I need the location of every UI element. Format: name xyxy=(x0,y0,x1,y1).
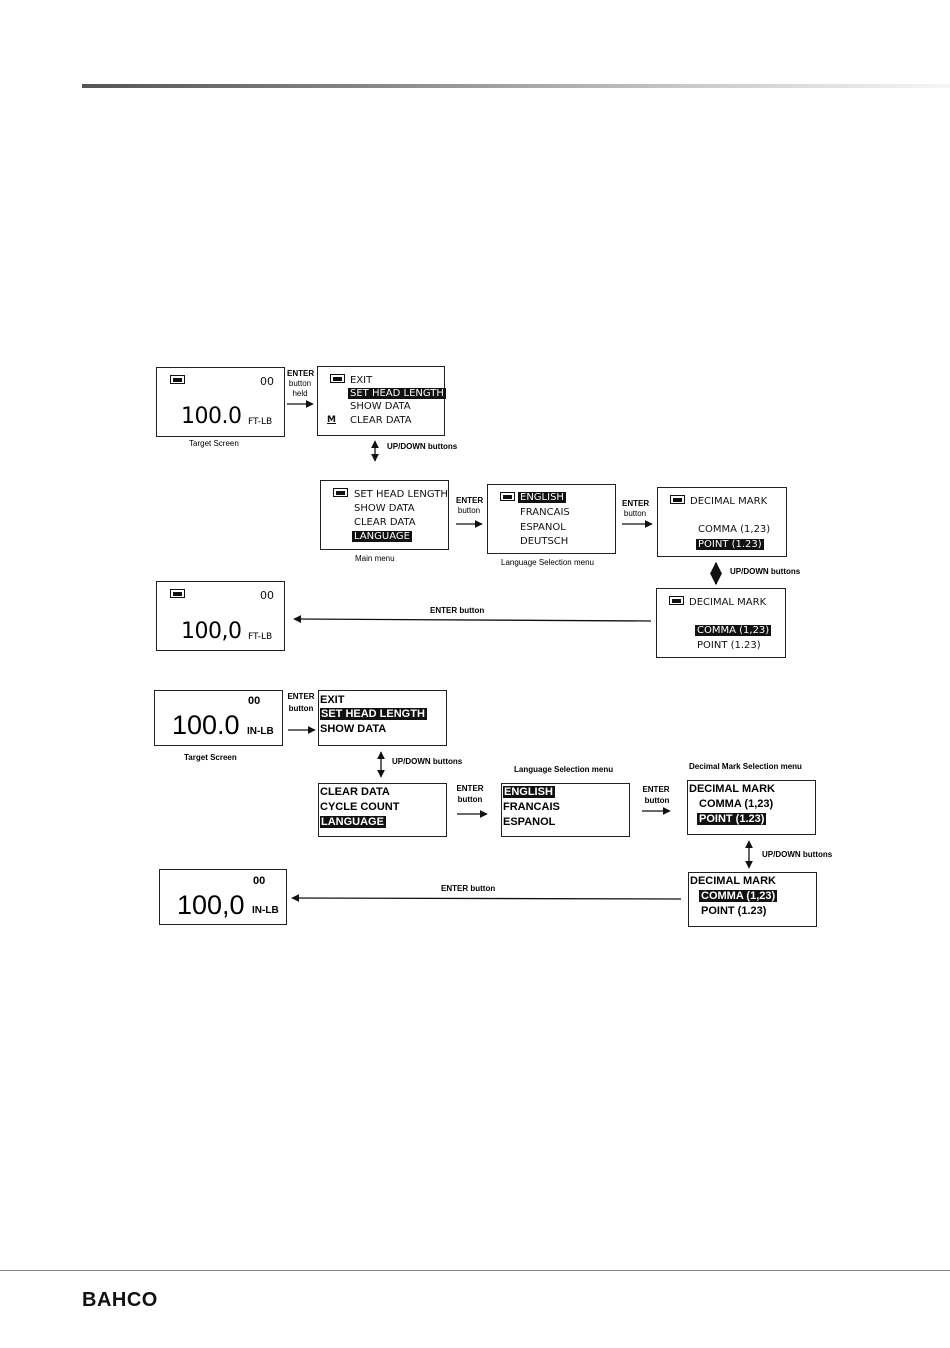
target-screen-caption: Target Screen xyxy=(189,439,239,448)
language-espanol: ESPANOL xyxy=(503,816,556,828)
decimal-menu-point-2: DECIMAL MARK COMMA (1,23) POINT (1.23) xyxy=(687,780,816,835)
decimal-point: POINT (1.23) xyxy=(697,640,761,651)
decimal-point: POINT (1.23) xyxy=(697,813,767,825)
enter-label-2: button xyxy=(288,704,314,713)
enter-held-label-2: button xyxy=(288,379,312,388)
language-english: ENGLISH xyxy=(503,786,555,798)
language-english: ENGLISH xyxy=(518,492,566,503)
torque-unit: IN-LB xyxy=(247,726,274,737)
enter-label-1: ENTER xyxy=(622,499,650,508)
menu-item-show-data: SHOW DATA xyxy=(320,723,387,735)
target-screen-ftlb: 00 100.0 FT-LB xyxy=(156,367,285,437)
menu-item-language: LANGUAGE xyxy=(352,531,412,542)
enter-label-2: button xyxy=(457,506,481,515)
decimal-comma: COMMA (1,23) xyxy=(695,625,772,636)
arrow-enter-back xyxy=(293,615,652,623)
torque-value: 100,0 xyxy=(177,890,245,920)
menu-item-cycle-count: CYCLE COUNT xyxy=(320,801,400,813)
decimal-title: DECIMAL MARK xyxy=(689,597,767,608)
menu-item-show-data: SHOW DATA xyxy=(350,401,411,412)
decimal-title: DECIMAL MARK xyxy=(689,783,775,795)
enter-back-label: ENTER button xyxy=(441,884,496,893)
torque-unit: FT-LB xyxy=(248,417,273,427)
battery-icon xyxy=(330,374,345,383)
mode-indicator: M xyxy=(327,415,336,425)
result-screen-ftlb: 00 100,0 FT-LB xyxy=(156,581,285,651)
language-francais: FRANCAIS xyxy=(503,801,560,813)
torque-value: 100,0 xyxy=(181,619,242,644)
enter-label-1: ENTER xyxy=(642,785,670,794)
menu-item-clear-data: CLEAR DATA xyxy=(320,786,390,798)
main-menu-2: CLEAR DATA CYCLE COUNT LANGUAGE xyxy=(318,783,447,837)
decimal-point: POINT (1.23) xyxy=(696,539,764,550)
decimal-title: DECIMAL MARK xyxy=(690,496,768,507)
brand-logo: BAHCO xyxy=(82,1289,158,1311)
main-menu-caption: Main menu xyxy=(355,554,395,563)
battery-icon xyxy=(670,495,685,504)
updown-label-1: UP/DOWN buttons xyxy=(387,442,458,451)
torque-value: 100.0 xyxy=(181,404,242,429)
language-menu-2: ENGLISH FRANCAIS ESPANOL xyxy=(501,783,630,837)
menu-item-language: LANGUAGE xyxy=(320,816,386,828)
enter-label-2: button xyxy=(457,795,483,804)
language-menu-caption: Language Selection menu xyxy=(501,558,594,567)
language-francais: FRANCAIS xyxy=(520,507,570,518)
enter-back-label: ENTER button xyxy=(430,606,485,615)
menu-item-exit: EXIT xyxy=(350,375,373,386)
result-screen-inlb: 00 100,0 IN-LB xyxy=(159,869,287,925)
enter-held-label-3: held xyxy=(292,389,308,398)
torque-unit: IN-LB xyxy=(252,905,279,916)
battery-icon xyxy=(170,375,185,384)
cycle-count: 00 xyxy=(260,589,274,602)
decimal-menu-comma-2: DECIMAL MARK COMMA (1,23) POINT (1.23) xyxy=(688,872,817,927)
menu-item-show-data: SHOW DATA xyxy=(354,503,415,514)
header-rule xyxy=(82,84,950,88)
updown-label-1: UP/DOWN buttons xyxy=(392,757,463,766)
language-menu-1: ENGLISH FRANCAIS ESPANOL DEUTSCH xyxy=(487,484,616,554)
enter-label-2: button xyxy=(623,509,647,518)
torque-unit: FT-LB xyxy=(248,632,273,642)
arrow-enter-back xyxy=(291,894,682,902)
battery-icon xyxy=(500,492,515,501)
updown-label-2: UP/DOWN buttons xyxy=(730,567,801,576)
enter-label-2: button xyxy=(644,796,670,805)
target-screen-caption: Target Screen xyxy=(184,753,237,762)
decimal-comma: COMMA (1,23) xyxy=(699,890,778,902)
main-menu-1: SET HEAD LENGTH SHOW DATA CLEAR DATA LAN… xyxy=(320,480,449,550)
torque-value: 100.0 xyxy=(172,710,240,740)
battery-icon xyxy=(333,488,348,497)
cycle-count: 00 xyxy=(260,375,274,388)
menu-item-set-head-length: SET HEAD LENGTH xyxy=(320,708,427,720)
updown-label-2: UP/DOWN buttons xyxy=(762,850,833,859)
target-screen-inlb: 00 100.0 IN-LB xyxy=(154,690,283,746)
decimal-menu-caption: Decimal Mark Selection menu xyxy=(689,762,802,771)
settings-menu-2: EXIT SET HEAD LENGTH SHOW DATA xyxy=(318,690,447,746)
language-deutsch: DEUTSCH xyxy=(520,536,569,547)
menu-item-clear-data: CLEAR DATA xyxy=(350,415,412,426)
footer-rule xyxy=(0,1270,950,1271)
menu-item-set-head-length: SET HEAD LENGTH xyxy=(348,388,446,399)
decimal-title: DECIMAL MARK xyxy=(690,875,776,887)
decimal-menu-point-1: DECIMAL MARK COMMA (1,23) POINT (1.23) xyxy=(657,487,787,557)
enter-label-1: ENTER xyxy=(456,784,484,793)
battery-icon xyxy=(170,589,185,598)
enter-held-label-1: ENTER xyxy=(287,369,315,378)
settings-menu-1: EXIT SET HEAD LENGTH SHOW DATA M CLEAR D… xyxy=(317,366,446,436)
menu-item-clear-data: CLEAR DATA xyxy=(354,517,416,528)
cycle-count: 00 xyxy=(253,875,266,887)
enter-label-1: ENTER xyxy=(456,496,484,505)
menu-item-exit: EXIT xyxy=(320,694,345,706)
menu-item-set-head-length: SET HEAD LENGTH xyxy=(354,489,448,500)
enter-label-1: ENTER xyxy=(287,692,315,701)
decimal-comma: COMMA (1,23) xyxy=(698,524,771,535)
decimal-menu-comma-1: DECIMAL MARK COMMA (1,23) POINT (1.23) xyxy=(656,588,786,658)
decimal-point: POINT (1.23) xyxy=(701,905,767,917)
battery-icon xyxy=(669,596,684,605)
cycle-count: 00 xyxy=(248,695,261,707)
language-menu-caption: Language Selection menu xyxy=(514,765,614,774)
language-espanol: ESPANOL xyxy=(520,522,566,533)
decimal-comma: COMMA (1,23) xyxy=(699,798,774,810)
